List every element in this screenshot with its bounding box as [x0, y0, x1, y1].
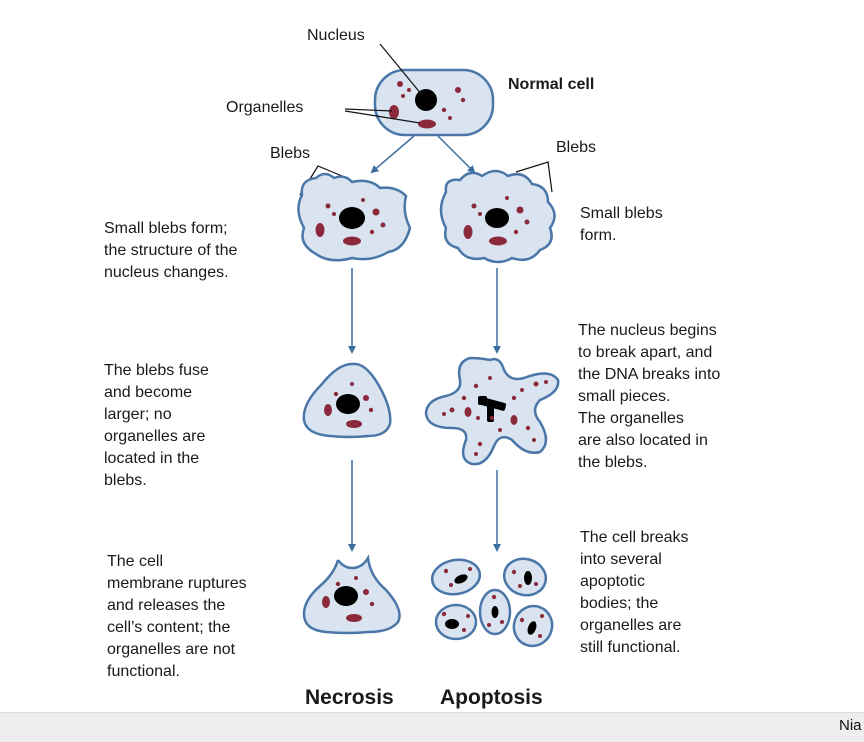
necrosis-step3-text: The cell membrane ruptures and releases …	[107, 553, 247, 680]
necrosis-step2-text: The blebs fuse and become larger; no org…	[104, 362, 209, 489]
normal-cell-label: Normal cell	[508, 76, 595, 93]
necrosis-cell-small-blebs	[297, 172, 412, 262]
necrosis-cell-fused-blebs	[302, 362, 392, 439]
apoptotic-body-2	[502, 557, 548, 597]
normal-cell	[373, 68, 495, 137]
necrosis-cell-ruptured	[302, 554, 401, 635]
apoptosis-cell-fragmenting	[424, 356, 560, 466]
credit-text: Nia	[839, 717, 862, 734]
apoptosis-cell-small-blebs	[439, 169, 556, 264]
apoptosis-title: Apoptosis	[440, 686, 543, 709]
nucleus-label: Nucleus	[307, 27, 365, 44]
apoptotic-body-4	[478, 588, 512, 636]
apoptotic-bodies	[430, 557, 554, 648]
blebs-label-left: Blebs	[270, 145, 311, 162]
flow-arrows	[348, 135, 501, 552]
necrosis-step1-text: Small blebs form; the structure of the n…	[104, 220, 238, 281]
organelles-label: Organelles	[226, 99, 304, 116]
apoptosis-step1-text: Small blebs form.	[580, 205, 663, 244]
apoptosis-nucleus-1	[485, 208, 509, 228]
necrosis-nucleus-1	[339, 207, 365, 229]
necrosis-nucleus-3	[334, 586, 358, 606]
apoptotic-body-1	[430, 558, 482, 596]
necrosis-nucleus-2	[336, 394, 360, 414]
normal-cell-nucleus	[415, 89, 437, 111]
necrosis-title: Necrosis	[305, 686, 394, 709]
apoptotic-body-3	[434, 603, 478, 641]
apoptosis-step2-text: The nucleus begins to break apart, and t…	[578, 322, 721, 471]
apoptosis-step3-text: The cell breaks into several apoptotic b…	[580, 529, 689, 656]
blebs-label-right: Blebs	[556, 139, 597, 156]
bottom-bar	[0, 712, 864, 742]
apoptotic-body-5	[512, 604, 554, 648]
